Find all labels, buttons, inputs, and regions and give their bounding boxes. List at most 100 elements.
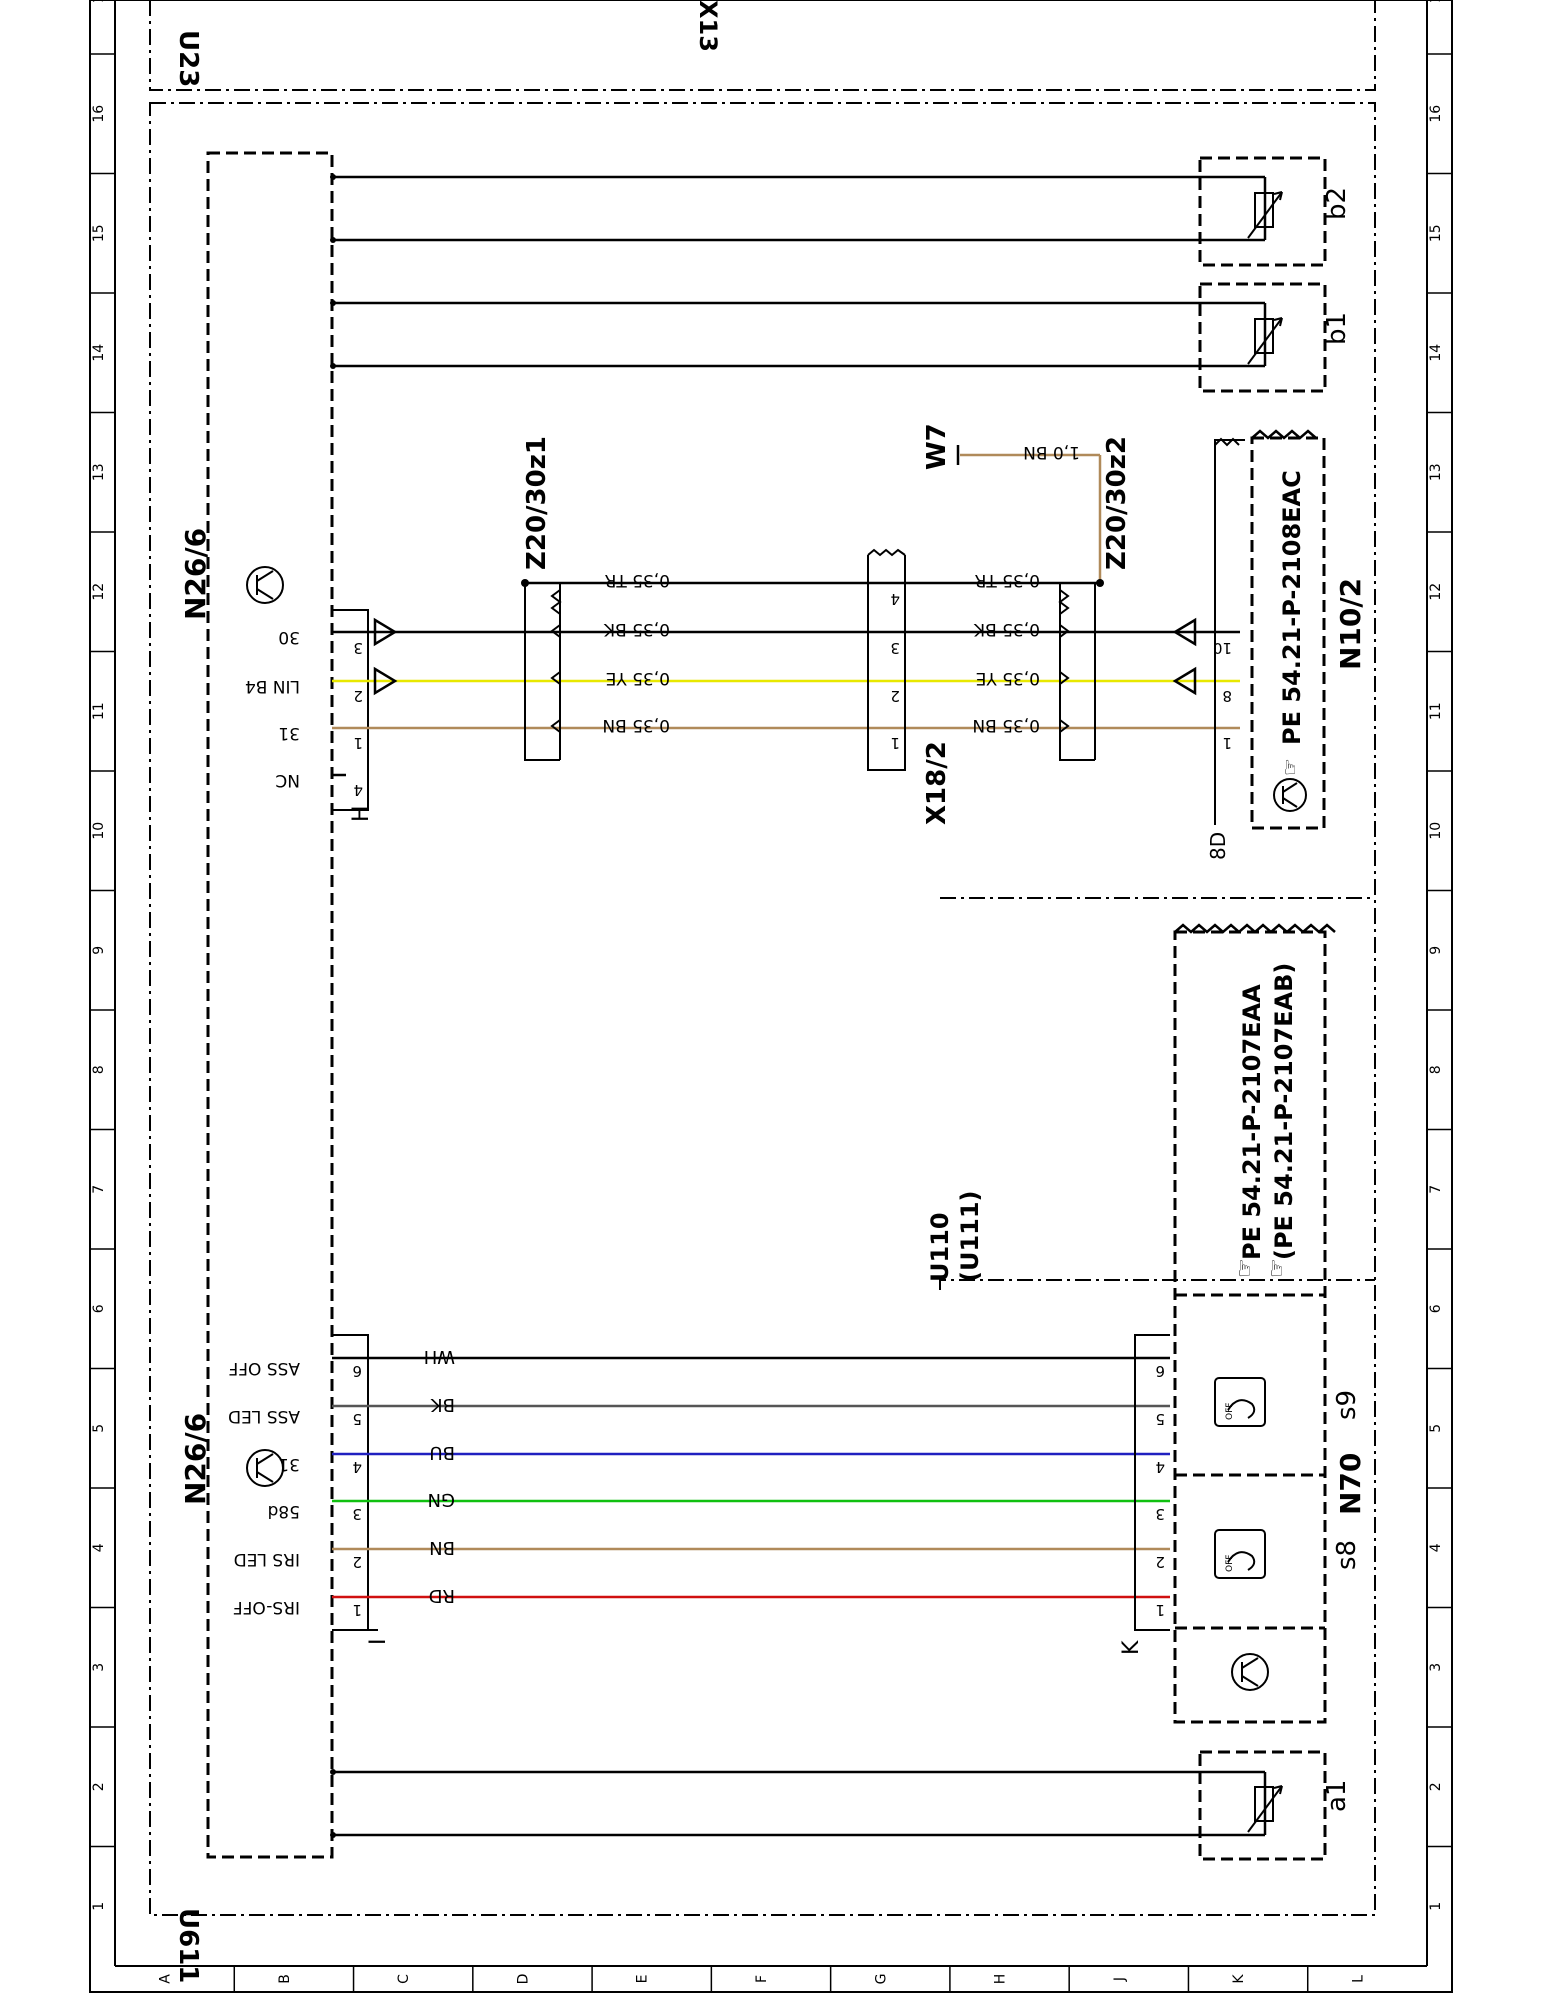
component-label-z20-30z1: Z20/30z1: [522, 436, 552, 570]
switch-label-off: OFF: [1225, 1555, 1235, 1572]
control-unit-n26-6: N26/6 N26/6: [179, 151, 334, 1859]
wire-label: 0,35 TR: [974, 570, 1040, 590]
wire-label-bu: BU: [429, 1442, 455, 1463]
zone-number: 14: [1428, 344, 1444, 362]
zone-number: 5: [1428, 1424, 1444, 1433]
component-label-n70: N70: [1334, 1453, 1367, 1515]
zone-number: 17: [1428, 0, 1444, 3]
pin-number: 3: [352, 1505, 362, 1523]
pin-number: 1: [1222, 734, 1232, 752]
pin-number: 6: [1155, 1362, 1165, 1380]
sensor-wires: [332, 175, 1267, 1837]
pin-number: 4: [353, 781, 363, 799]
component-label-b1: b1: [1322, 312, 1352, 345]
frame: [89, 0, 1453, 1993]
zone-number: 11: [1428, 702, 1444, 720]
zone-number: 10: [1428, 822, 1444, 840]
wire-label-w7: 1,0 BN: [1023, 442, 1080, 462]
zone-number: 7: [1428, 1185, 1444, 1194]
component-label-n10-2: N10/2: [1334, 578, 1367, 670]
zone-number: 1: [91, 1902, 107, 1911]
component-label-w7: W7: [922, 423, 952, 470]
zone-number: 10: [91, 822, 107, 840]
zone-number: 14: [91, 344, 107, 362]
zone-number: 6: [1428, 1304, 1444, 1313]
zone-number: 17: [91, 0, 107, 3]
transistor-symbol-icon: [1273, 778, 1307, 812]
zone-number: 8: [91, 1065, 107, 1074]
wire-label: 0,35 BN: [972, 715, 1040, 735]
pin-number: 4: [1155, 1458, 1165, 1476]
wire-label-gn: GN: [428, 1489, 455, 1510]
connector-label-h: H: [349, 805, 374, 822]
wire-label-wh: WH: [424, 1346, 455, 1367]
wire-label-rd: RD: [429, 1585, 455, 1606]
wire-label: 0,35 BN: [602, 715, 670, 735]
pin-label-31-lower: 31: [278, 1454, 300, 1474]
transistor-symbol-icon: [246, 566, 284, 604]
component-label-b2: b2: [1322, 187, 1352, 220]
ground-arrow-icon: [373, 617, 1197, 696]
component-label-n26-6-upper: N26/6: [179, 528, 212, 620]
component-label-s9: s9: [1332, 1390, 1362, 1420]
zone-number: 12: [91, 583, 107, 601]
sensor-boxes: [1198, 156, 1327, 1861]
module-label-u23: U23: [173, 30, 203, 87]
row-letter: D: [515, 1974, 531, 1985]
connector-label-i: I: [366, 1639, 391, 1646]
pe-reference-line2: (PE 54.21-P-2107EAB): [1270, 963, 1298, 1260]
zone-number: 16: [91, 105, 107, 123]
zone-number: 9: [1428, 946, 1444, 955]
component-label-n26-6-lower: N26/6: [179, 1413, 212, 1505]
zone-number: 13: [1428, 463, 1444, 481]
zone-number: 5: [91, 1424, 107, 1433]
zone-number: 1: [1428, 1902, 1444, 1911]
zone-number: 7: [91, 1185, 107, 1194]
module-label-x13: X13: [694, 0, 722, 52]
connector-i: [332, 1334, 378, 1631]
pin-number: 3: [1155, 1505, 1165, 1523]
connector-h: [332, 609, 369, 811]
connector-k: [1134, 1334, 1170, 1631]
zone-number: 13: [91, 463, 107, 481]
row-letter: L: [1350, 1975, 1366, 1983]
row-letter: B: [277, 1974, 293, 1984]
n10-2-reference: PE 54.21-P-2108EAC: [1278, 470, 1306, 745]
pin-label-nc: NC: [275, 770, 300, 790]
pin-number: 2: [353, 687, 363, 705]
pin-label-lin-b4: LIN B4: [245, 676, 300, 696]
pin-number: 5: [352, 1410, 362, 1428]
component-label-s8: s8: [1332, 1540, 1362, 1570]
zone-number: 2: [91, 1782, 107, 1791]
pin-number: 3: [890, 639, 900, 657]
zone-number: 16: [1428, 105, 1444, 123]
lower-wires: [332, 1356, 1170, 1599]
svg-text:☞: ☞: [1233, 1258, 1258, 1278]
row-letter: G: [873, 1974, 889, 1985]
wire-label: 0,35 BK: [603, 619, 670, 639]
pin-label-58d: 58d: [268, 1501, 300, 1521]
zone-number: 15: [1428, 224, 1444, 242]
wire-label: 0,35 YE: [976, 668, 1040, 688]
row-letter: J: [1112, 1977, 1128, 1982]
module-label-u111: (U111): [956, 1190, 984, 1282]
zone-number: 8: [1428, 1065, 1444, 1074]
row-letter: F: [754, 1975, 770, 1983]
module-label-u611: U611: [173, 1908, 203, 1983]
row-letter: C: [396, 1974, 412, 1984]
pin-number: 1: [1155, 1601, 1165, 1619]
control-unit-n10-2: PE 54.21-P-2108EAC N10/2 8D ☞: [1206, 429, 1367, 860]
wire-label-bn: BN: [429, 1537, 455, 1558]
twisted-pair-z2: [1058, 583, 1096, 761]
zone-number: 2: [1428, 1782, 1444, 1791]
switch-label-off: OFF: [1225, 1403, 1235, 1420]
connector-x18-2: [867, 548, 906, 771]
zone-numbers-right: 1234567891011121314151617: [1428, 0, 1444, 1911]
zone-number: 15: [91, 224, 107, 242]
connector-label-8d: 8D: [1206, 832, 1230, 860]
switch-button-icon: [1214, 1377, 1266, 1579]
twisted-pair-z1: [524, 583, 562, 761]
pin-label-ass-off: ASS OFF: [228, 1358, 300, 1378]
